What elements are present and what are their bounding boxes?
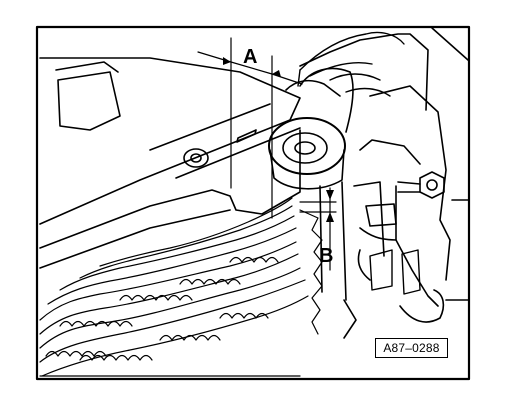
mounting-bracket [285,27,469,339]
dimension-a [197,37,303,219]
filler-neck [268,117,347,301]
figure-frame [35,25,471,381]
tank-bolt [183,148,209,168]
hand [297,31,405,97]
radiator-upper-tank [39,57,301,269]
radiator-fins [39,197,323,377]
bracket-bolt [397,171,445,199]
dimension-b [299,187,337,271]
reference-code: A87–0288 [375,338,448,358]
callout-b: B [319,245,334,267]
callout-a: A [243,46,258,68]
